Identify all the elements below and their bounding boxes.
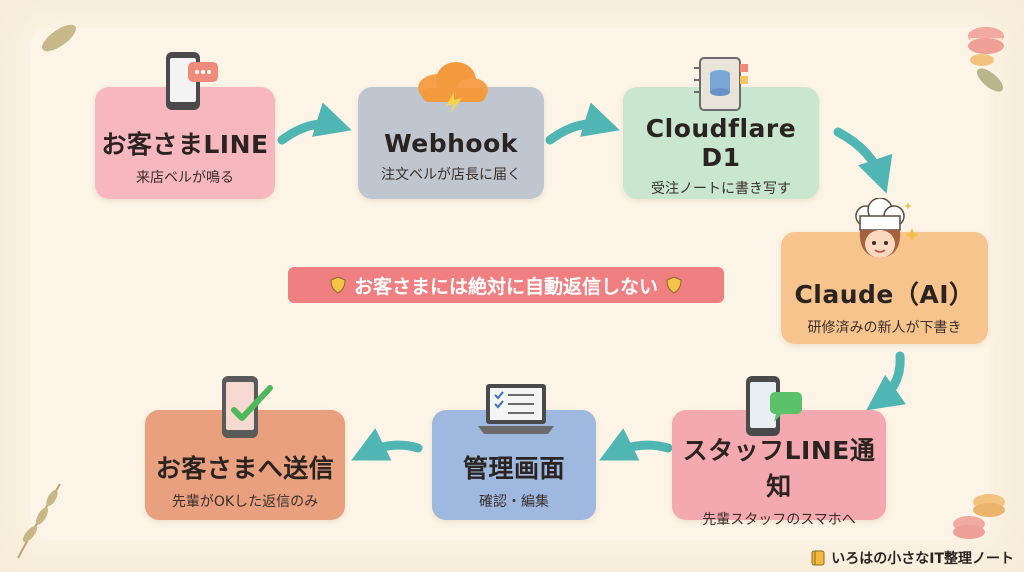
smartphone-check-icon xyxy=(222,376,273,438)
step-subtitle: 先輩がOKした返信のみ xyxy=(171,494,319,510)
arrow-2-3 xyxy=(545,102,620,145)
step-title: Claude（AI） xyxy=(794,280,975,309)
step-subtitle: 先輩スタッフのスマホへ xyxy=(702,512,856,528)
step-subtitle: 研修済みの新人が下書き xyxy=(807,320,962,336)
shield-icon xyxy=(666,276,682,294)
step-title: 管理画面 xyxy=(462,454,565,483)
macaron-icon xyxy=(953,494,1005,539)
step-subtitle: 来店ベルが鳴る xyxy=(136,170,234,186)
footer-text: いろはの小さなIT整理ノート xyxy=(831,551,1014,567)
step-subtitle: 確認・編集 xyxy=(479,494,549,510)
chef-character-icon xyxy=(855,198,919,258)
step-subtitle: 受注ノートに書き写す xyxy=(651,181,791,197)
macaron-icon xyxy=(968,27,1004,66)
step-staff-line-notify: スタッフLINE通知 先輩スタッフのスマホへ xyxy=(672,410,886,528)
arrow-1-2 xyxy=(277,102,352,145)
shield-icon xyxy=(330,276,346,294)
arrow-5-6 xyxy=(599,428,673,461)
warning-banner: お客さまには絶対に自動返信しない xyxy=(288,267,724,303)
notebook-icon xyxy=(811,550,825,566)
step-title: お客さまLINE xyxy=(101,130,269,159)
step-webhook: Webhook 注文ベルが店長に届く xyxy=(358,87,544,199)
branch-decoration-icon xyxy=(17,483,61,559)
step-subtitle: 注文ベルが店長に届く xyxy=(381,166,521,183)
step-admin-panel: 管理画面 確認・編集 xyxy=(432,410,596,520)
arrow-6-7 xyxy=(351,428,423,461)
smartphone-message-icon xyxy=(746,376,802,436)
step-title: Webhook xyxy=(384,128,518,158)
step-title: スタッフLINE通知 xyxy=(682,436,876,501)
warning-banner-text: お客さまには絶対に自動返信しない xyxy=(353,275,658,298)
cloud-lightning-icon xyxy=(418,62,488,114)
laptop-checklist-icon xyxy=(478,384,554,434)
step-title: お客さまへ送信 xyxy=(155,454,335,483)
leaf-decoration-icon xyxy=(976,68,1004,92)
leaf-decoration-icon xyxy=(41,24,77,52)
smartphone-chat-icon xyxy=(166,52,218,110)
footer-credit: いろはの小さなIT整理ノート xyxy=(811,548,1014,568)
arrow-4-5 xyxy=(866,351,907,411)
notebook-database-icon xyxy=(694,57,748,111)
step-cloudflare-d1: Cloudflare D1 受注ノートに書き写す xyxy=(623,87,819,199)
step-send-to-customer: お客さまへ送信 先輩がOKした返信のみ xyxy=(145,410,345,520)
step-title: Cloudflare D1 xyxy=(645,114,797,172)
arrow-3-4 xyxy=(833,127,893,194)
